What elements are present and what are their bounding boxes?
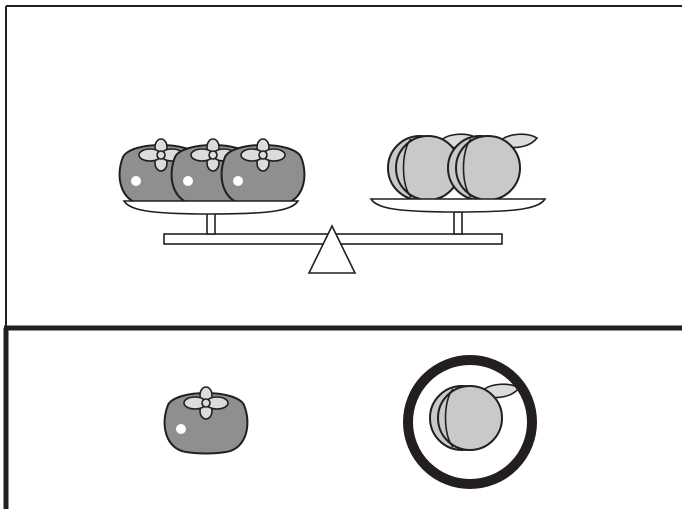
choice-persimmon[interactable] — [163, 386, 249, 455]
left-pan-plate — [122, 200, 300, 215]
balance-scale — [118, 133, 547, 274]
right-pan — [369, 133, 547, 213]
scale-panel-frame — [5, 5, 682, 327]
choice-peach[interactable] — [403, 355, 537, 489]
peach-icon — [447, 133, 538, 201]
right-pan-plate — [369, 198, 547, 213]
left-pan — [118, 138, 306, 215]
choices-panel-frame — [3, 325, 682, 509]
scale-fulcrum — [307, 224, 357, 274]
persimmon-icon — [220, 138, 306, 207]
left-pan-post — [206, 212, 216, 235]
peach-icon — [429, 383, 520, 451]
selection-ring — [403, 355, 537, 489]
persimmon-icon — [163, 386, 249, 455]
right-pan-post — [453, 211, 463, 235]
